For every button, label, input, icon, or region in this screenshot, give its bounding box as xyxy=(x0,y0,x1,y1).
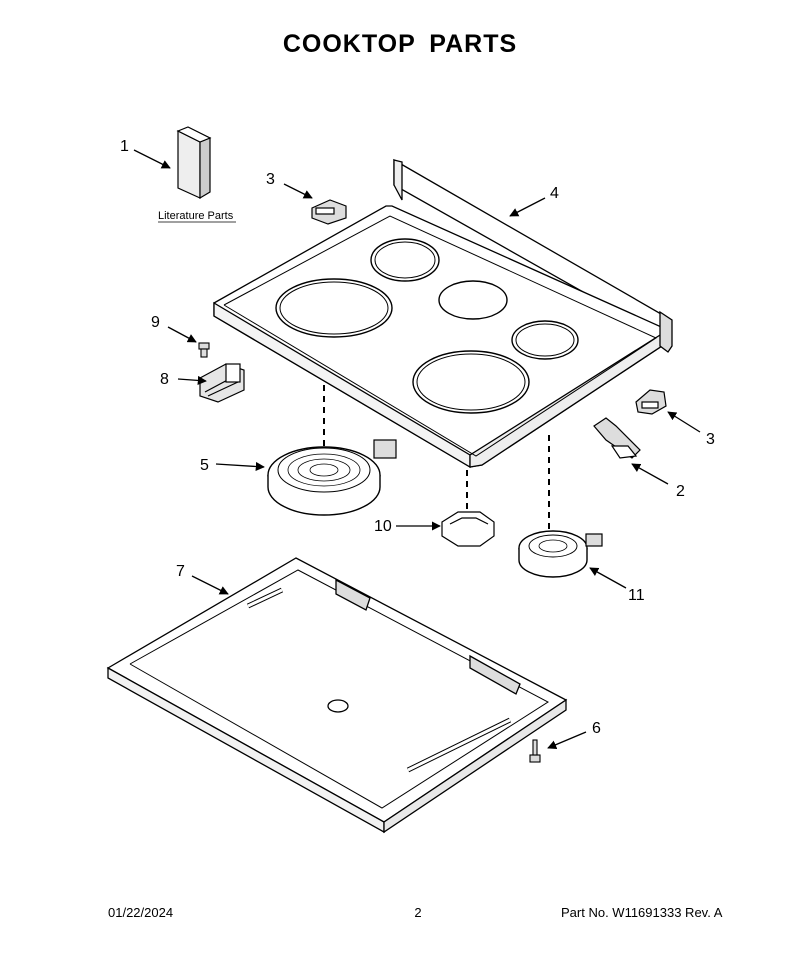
bracket-left xyxy=(311,199,347,225)
callout-11: 11 xyxy=(628,587,645,604)
callout-10: 10 xyxy=(374,518,392,535)
callout-9: 9 xyxy=(151,314,160,331)
terminal-clip xyxy=(199,363,245,403)
page-title: COOKTOP PARTS xyxy=(282,30,518,58)
callout-2: 2 xyxy=(676,483,685,500)
literature-parts-label: Literature Parts xyxy=(158,210,234,222)
footer-date: 01/22/2024 xyxy=(108,905,174,920)
callout-6: 6 xyxy=(592,720,601,737)
callout-3-right: 3 xyxy=(706,431,715,448)
bracket-right xyxy=(635,389,667,415)
switch-clip xyxy=(593,417,641,459)
literature-parts-booklet xyxy=(176,126,212,200)
limiter-plate xyxy=(441,511,495,547)
screw-6 xyxy=(529,739,541,763)
callout-7: 7 xyxy=(176,563,185,580)
callout-arrows xyxy=(133,149,701,750)
support-frame xyxy=(106,557,568,834)
callout-3-left: 3 xyxy=(266,171,275,188)
callout-1: 1 xyxy=(120,138,129,155)
burner-rings xyxy=(275,238,579,414)
cooktop-glass xyxy=(213,158,673,469)
radiant-element-large xyxy=(267,439,397,516)
radiant-element-small xyxy=(518,530,603,578)
callout-4: 4 xyxy=(550,185,559,202)
callout-8: 8 xyxy=(160,371,169,388)
footer-page-number: 2 xyxy=(414,905,422,920)
footer-part-number: Part No. W11691333 Rev. A xyxy=(561,905,723,920)
callout-5: 5 xyxy=(200,457,209,474)
screw-9 xyxy=(198,342,210,358)
